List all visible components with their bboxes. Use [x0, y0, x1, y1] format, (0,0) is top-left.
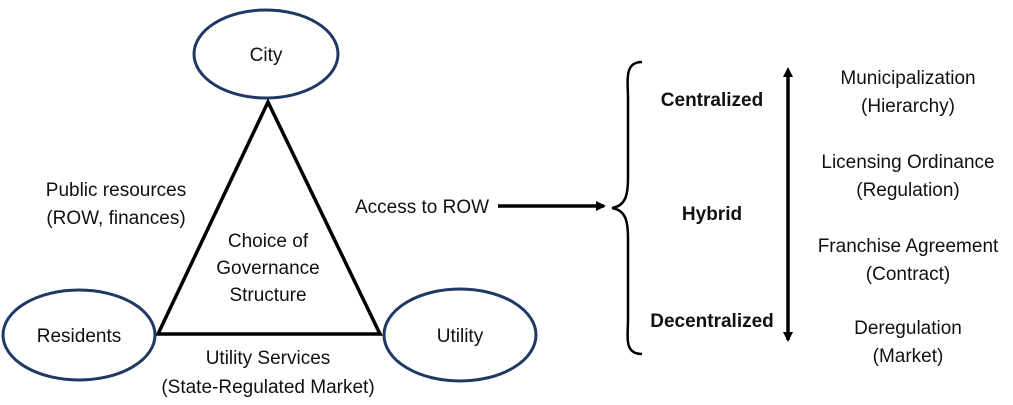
residents-label: Residents — [37, 326, 122, 347]
structure-2-name: Licensing Ordinance — [821, 152, 994, 173]
structure-3-type: (Contract) — [866, 264, 950, 285]
utility-services-detail: (State-Regulated Market) — [161, 377, 374, 398]
hybrid-label: Hybrid — [682, 204, 742, 225]
governance-triangle — [155, 97, 383, 336]
structure-2-type: (Regulation) — [856, 180, 960, 201]
curly-brace — [611, 60, 643, 356]
structure-4-type: (Market) — [873, 346, 944, 367]
residents-node — [1, 288, 157, 382]
public-resources-label: Public resources — [46, 180, 186, 201]
structure-1-type: (Hierarchy) — [861, 96, 955, 117]
city-label: City — [250, 45, 283, 66]
public-resources-detail: (ROW, finances) — [46, 208, 185, 229]
structure-3-name: Franchise Agreement — [818, 236, 999, 257]
city-node — [192, 8, 340, 100]
structure-4-name: Deregulation — [854, 318, 962, 339]
center-line-2: Governance — [216, 258, 320, 279]
center-line-1: Choice of — [228, 231, 309, 252]
access-row-label: Access to ROW — [355, 197, 489, 218]
structure-1-name: Municipalization — [840, 68, 975, 89]
utility-node — [382, 287, 538, 383]
centralized-label: Centralized — [661, 90, 763, 111]
center-line-3: Structure — [229, 285, 306, 306]
utility-services-label: Utility Services — [206, 348, 331, 369]
decentralized-label: Decentralized — [650, 311, 774, 332]
utility-label: Utility — [437, 326, 484, 347]
